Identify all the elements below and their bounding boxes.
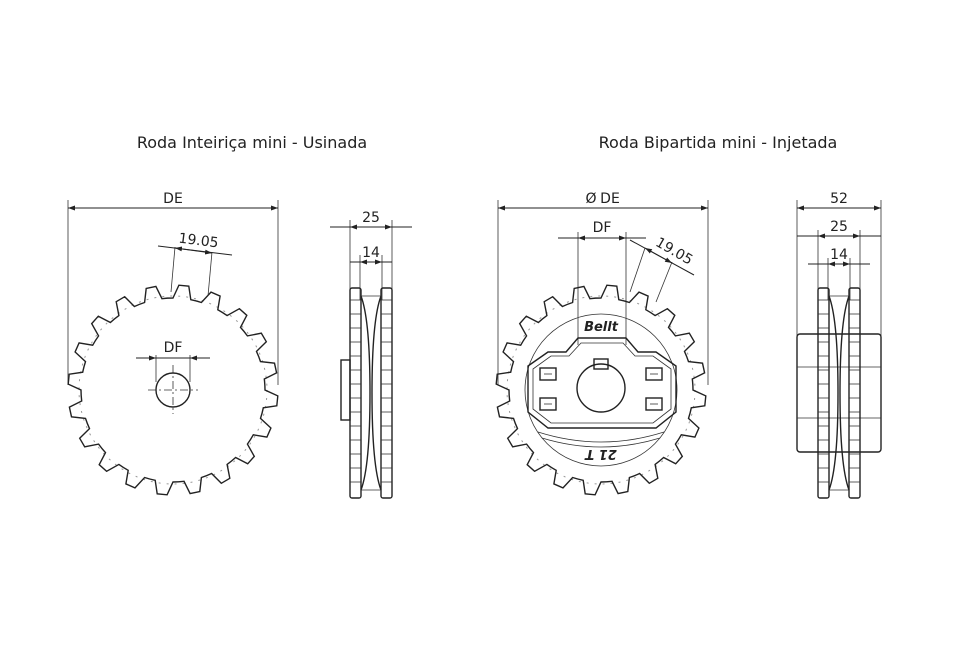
dim-pitch-right: 19.05 <box>653 235 696 269</box>
clip-slot <box>539 367 557 381</box>
dim-14-left: 14 <box>362 245 380 261</box>
part-code: 21 T <box>584 446 617 461</box>
clip-slot <box>645 397 663 411</box>
title-left: Roda Inteiriça mini - Usinada <box>137 133 367 152</box>
right-wheel-side-view: 52 25 14 <box>796 191 882 499</box>
dim-25-left: 25 <box>362 210 380 226</box>
left-wheel-side-view: 25 14 <box>330 210 412 499</box>
dim-pitch-left: 19.05 <box>178 231 220 252</box>
clip-slot <box>539 397 557 411</box>
dim-df-right: DF <box>593 220 612 236</box>
dim-52-right: 52 <box>830 191 848 207</box>
left-sprocket-disc <box>67 284 279 496</box>
dim-de-symbol-right: Ø <box>585 191 596 207</box>
dim-de-right: DE <box>600 191 620 207</box>
left-wheel-front-view: DE 19.05 DF <box>67 191 279 496</box>
title-right: Roda Bipartida mini - Injetada <box>599 133 838 152</box>
left-pitch-dimension: 19.05 <box>157 231 233 297</box>
dim-25-right: 25 <box>830 219 848 235</box>
dim-df-left: DF <box>164 340 183 356</box>
right-wheel-front-view: Ø DE DF 19.05 <box>495 191 709 496</box>
brand-logo: Bellt <box>584 320 619 335</box>
dim-de-left: DE <box>163 191 183 207</box>
left-bore: DF <box>136 340 210 414</box>
clip-slot <box>645 367 663 381</box>
dim-14-right: 14 <box>830 247 848 263</box>
split-hub <box>527 337 677 448</box>
